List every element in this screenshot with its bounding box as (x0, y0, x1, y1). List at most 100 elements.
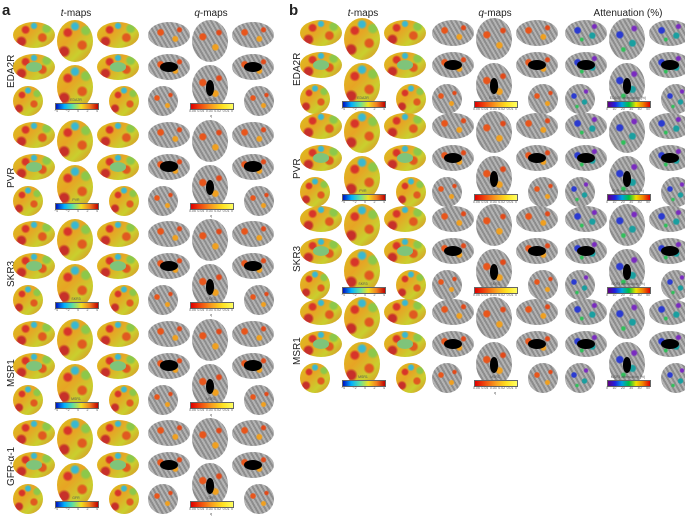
colorbar-tick-label: 0.03 (489, 293, 497, 297)
colorbar-tick-label: 0 (231, 507, 233, 511)
brain-anterior-view (528, 177, 558, 207)
colorbar-tick-label: 0.04 (197, 208, 205, 213)
colorbar-tick-label: 0.03 (205, 308, 213, 312)
colorbar-axis-label: q (210, 512, 212, 516)
brain-ventral-view (192, 264, 228, 308)
medial-wall (312, 339, 330, 350)
medial-wall (312, 153, 330, 164)
colorbar-tick-label: 0.03 (205, 208, 213, 213)
colorbar (474, 101, 518, 108)
brain-ventral-view (609, 342, 645, 386)
medial-wall (109, 62, 127, 73)
brain-ventral-view (57, 164, 93, 209)
brain-right-medial-view (516, 331, 558, 357)
colorbar-tick-label: 0 (77, 109, 80, 113)
colorbar-tick-label: 10 (612, 107, 617, 111)
colorbar-tick-label: 4 (383, 107, 385, 111)
medial-wall (205, 179, 215, 196)
colorbar (342, 194, 386, 201)
medial-wall (396, 60, 414, 71)
medial-wall (396, 339, 414, 350)
colorbar-title: MSR1 attenuation (%) (610, 375, 646, 379)
brain-anterior-view (661, 270, 685, 300)
medial-wall (576, 245, 596, 257)
brain-left-medial-view (148, 253, 190, 279)
brain-right-lateral-view (232, 22, 274, 48)
brain-dorsal-view (192, 119, 228, 162)
colorbar-tick-label: 4 (383, 200, 385, 204)
colorbar-tick-label: 2 (86, 208, 89, 213)
brain-left-lateral-view (13, 121, 55, 148)
brain-dorsal-view (192, 318, 228, 361)
colorbar-tick-label: 2 (373, 200, 376, 204)
colorbar-tick-label: −2 (65, 507, 70, 511)
colorbar-tick-label: −2 (65, 308, 70, 312)
colorbar-tick-label: 0 (606, 293, 608, 297)
colorbar-tick-label: 0.05 (189, 208, 196, 213)
brain-dorsal-view (476, 297, 512, 339)
colorbar-tick-label: 4 (96, 407, 98, 412)
colorbar-tick-label: −4 (54, 407, 58, 412)
medial-wall (527, 245, 547, 257)
brain-ventral-view (344, 156, 380, 200)
colorbar-tick-label: 0 (231, 407, 233, 412)
brain-anterior-view (109, 384, 139, 415)
colorbar-tick-label: 0.05 (189, 507, 196, 511)
brain-left-medial-view (13, 54, 55, 80)
colorbar-title: EDA2R attenuation (%) (609, 96, 647, 100)
brain-left-medial-view (13, 452, 55, 478)
colorbar (55, 501, 99, 508)
colorbar-tick-label: −4 (341, 386, 345, 390)
brain-right-lateral-view (97, 221, 139, 247)
medial-wall (205, 80, 215, 96)
column-header-text: -maps (199, 8, 228, 19)
brain-posterior-view (148, 384, 178, 415)
colorbar-tick-label: 0.03 (489, 200, 497, 204)
brain-ventral-view (476, 63, 512, 107)
colorbar (190, 501, 234, 508)
brain-posterior-view (148, 185, 178, 216)
medial-wall (243, 459, 263, 471)
colorbar-tick-label: 0 (515, 386, 517, 390)
brain-dorsal-view (609, 204, 645, 246)
brain-dorsal-view (57, 119, 93, 162)
brain-left-lateral-view (13, 22, 55, 48)
colorbar-tick-label: 0.01 (222, 308, 230, 312)
brain-ventral-view (192, 164, 228, 209)
colorbar-tick-label: 0 (606, 200, 608, 204)
colorbar-tick-label: 0 (364, 386, 367, 390)
brain-left-lateral-view (300, 20, 342, 46)
medial-wall (25, 261, 43, 272)
column-header-italic: t (347, 8, 351, 19)
colorbar (607, 101, 651, 108)
brain-right-medial-view (649, 52, 685, 78)
medial-wall (109, 360, 127, 371)
medial-wall (489, 357, 499, 373)
brain-right-medial-view (516, 145, 558, 171)
colorbar-tick-label: 40 (637, 107, 642, 111)
brain-left-medial-view (565, 145, 607, 171)
brain-dorsal-view (344, 18, 380, 60)
brain-anterior-view (396, 270, 426, 300)
colorbar (607, 380, 651, 387)
brain-right-lateral-view (384, 299, 426, 325)
colorbar-tick-label: 0.01 (222, 208, 230, 213)
colorbar-tick-label: 0.02 (214, 208, 222, 213)
brain-left-medial-view (300, 238, 342, 264)
colorbar-tick-label: 0.04 (481, 386, 489, 390)
colorbar-tick-label: 0.05 (189, 407, 196, 412)
brain-dorsal-view (344, 297, 380, 339)
brain-anterior-view (244, 384, 274, 415)
colorbar-tick-label: 50 (646, 293, 650, 297)
colorbar-tick-label: −4 (54, 507, 58, 511)
brain-left-medial-view (13, 153, 55, 180)
colorbar-tick-label: 2 (86, 407, 89, 412)
brain-right-lateral-view (649, 206, 685, 232)
colorbar-tick-label: 0 (515, 107, 517, 111)
medial-wall (527, 338, 547, 350)
